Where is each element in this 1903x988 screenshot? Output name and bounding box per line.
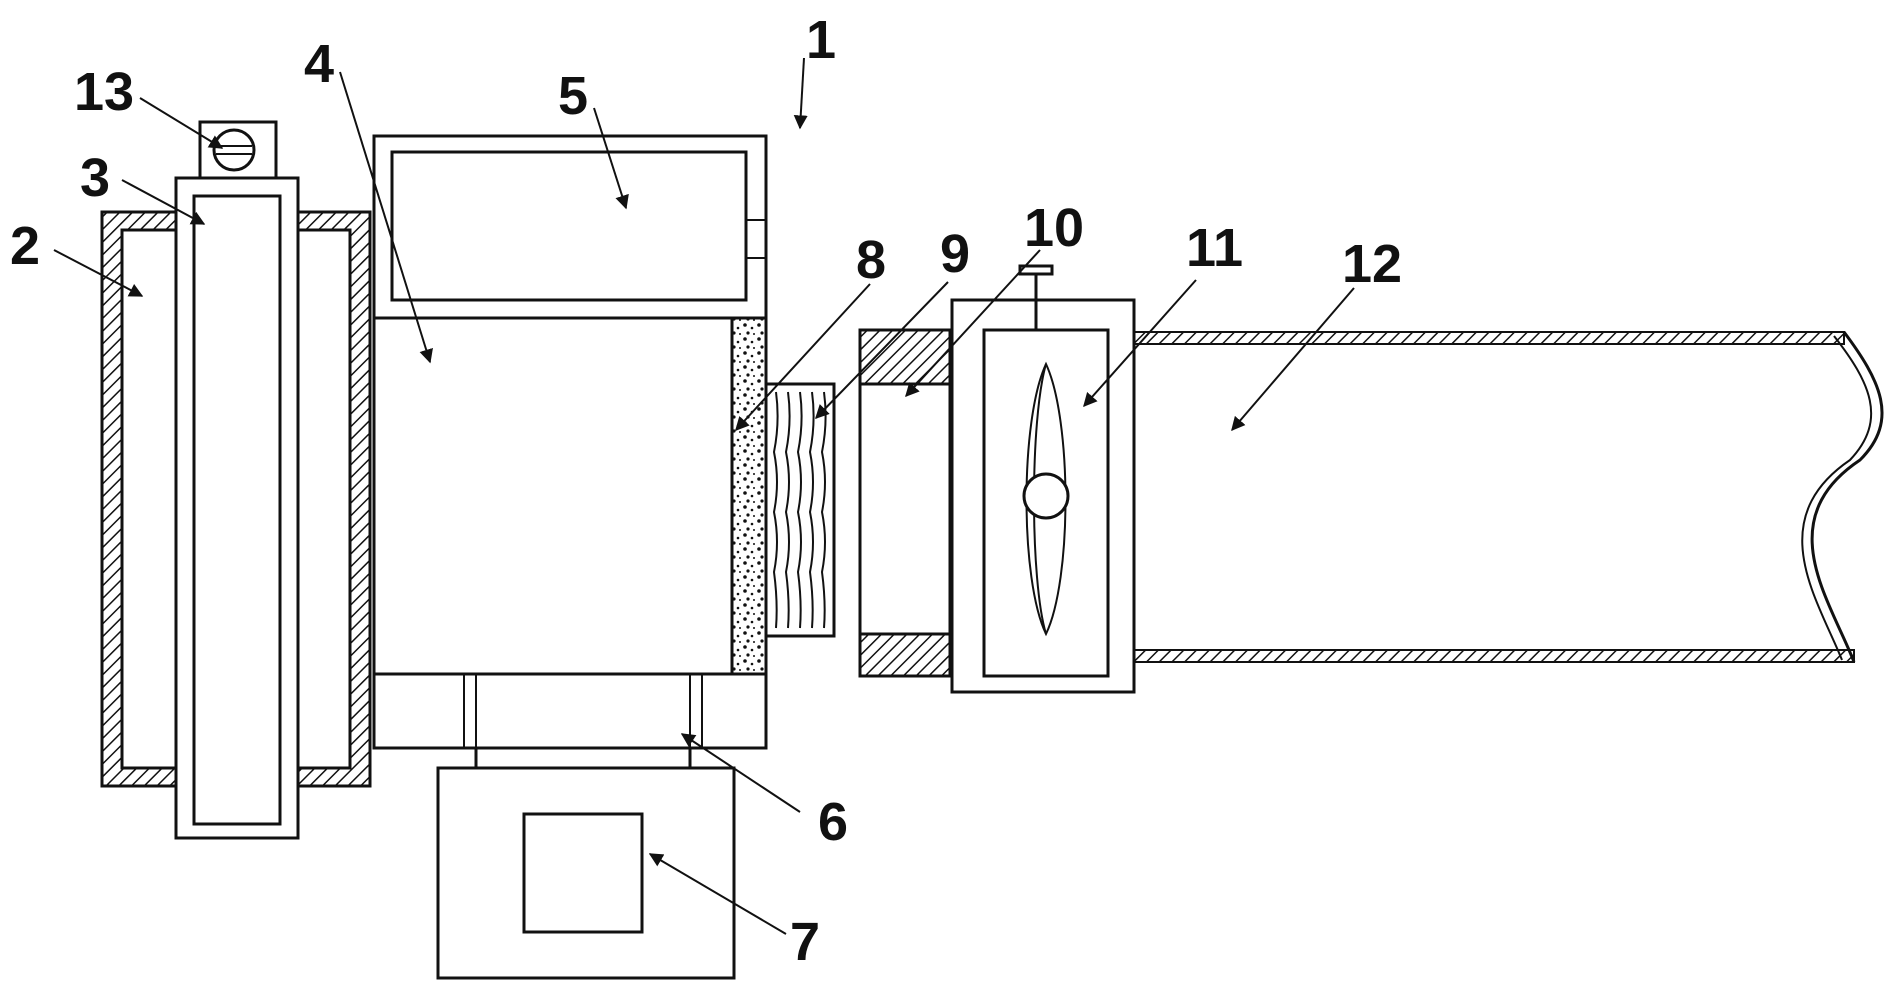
label-12: 12 — [1342, 234, 1402, 294]
body-part-4 — [372, 316, 734, 676]
leader-lines — [53, 57, 1355, 935]
leader-8 — [735, 283, 871, 432]
leader-3 — [121, 179, 206, 225]
connector-part-10 — [858, 328, 952, 678]
leader-7 — [648, 853, 787, 935]
bar-part-3 — [174, 176, 300, 840]
pipe-part-12 — [1133, 331, 1884, 663]
box-part-5 — [372, 134, 768, 320]
label-9: 9 — [940, 224, 970, 284]
label-6: 6 — [818, 792, 848, 852]
base-box-part-7 — [436, 766, 736, 980]
knob-part-13 — [198, 120, 278, 180]
label-11: 11 — [1186, 218, 1243, 278]
filter-part-9 — [764, 382, 836, 638]
label-8: 8 — [856, 230, 886, 290]
valve-part-11 — [950, 264, 1136, 694]
leader-12 — [1231, 287, 1355, 432]
leader-13 — [139, 97, 224, 149]
leader-2 — [53, 249, 144, 297]
leader-5 — [593, 107, 629, 210]
leader-11 — [1083, 279, 1197, 408]
leader-9 — [815, 281, 949, 420]
label-7: 7 — [790, 912, 820, 972]
leader-6 — [680, 733, 801, 813]
label-4: 4 — [304, 34, 334, 94]
strip-part-8 — [730, 316, 768, 676]
label-1: 1 — [806, 10, 836, 70]
lower-bracket — [372, 672, 768, 760]
label-5: 5 — [558, 66, 588, 126]
labels: 1 2 3 4 5 6 7 8 9 10 11 12 13 — [10, 10, 1402, 972]
label-3: 3 — [80, 148, 110, 208]
leader-10 — [905, 249, 1041, 398]
legs-part-6 — [474, 748, 692, 768]
label-2: 2 — [10, 216, 40, 276]
leader-4 — [339, 71, 433, 364]
leader-1 — [793, 57, 808, 130]
label-13: 13 — [74, 62, 134, 122]
label-10: 10 — [1024, 198, 1084, 258]
